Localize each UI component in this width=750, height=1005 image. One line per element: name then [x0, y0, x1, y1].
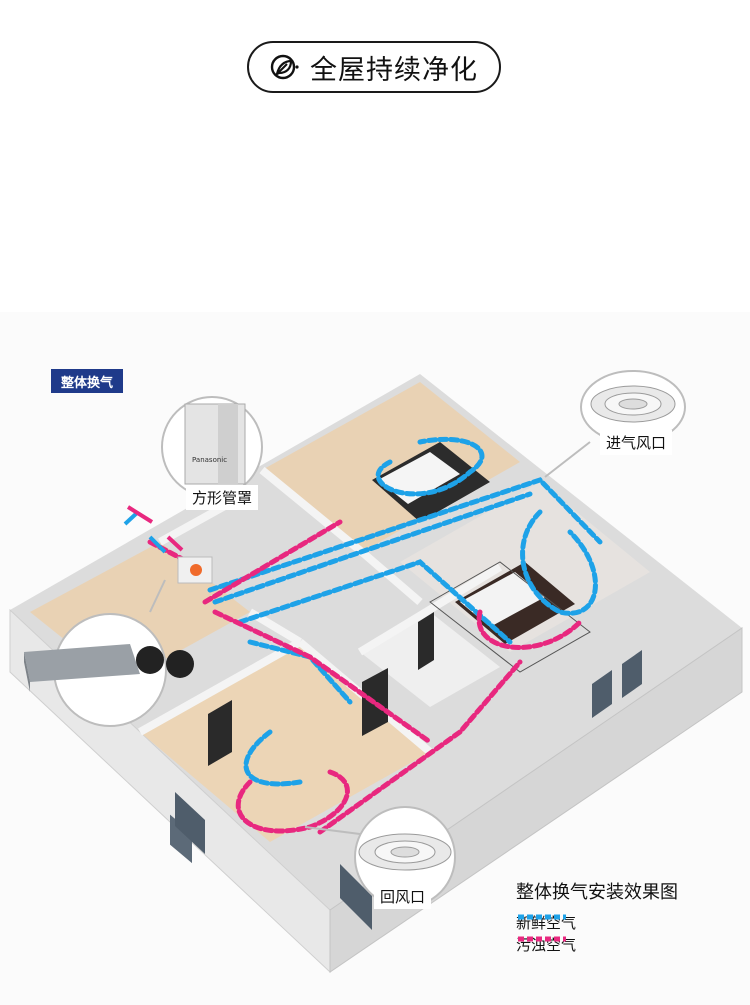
fresh-air-arrow-icon — [518, 914, 566, 920]
title-text: 全屋持续净化 — [310, 54, 478, 86]
supply-vent-callout — [544, 370, 686, 478]
section-title: 全屋持续净化 — [247, 41, 501, 93]
tag-label: 整体换气 — [51, 369, 123, 393]
exhaust-air-arrow-icon — [518, 936, 566, 942]
leaf-icon — [270, 54, 299, 80]
ventilator-callout — [24, 579, 194, 727]
svg-text:Panasonic: Panasonic — [192, 456, 227, 464]
legend-item-exhaust: 污浊空气 — [516, 934, 576, 955]
return-vent-callout — [304, 806, 456, 908]
duct-cover-label: 方形管罩 — [186, 485, 259, 510]
return-vent-label: 回风口 — [374, 884, 432, 909]
ventilation-diagram: Panasonic — [0, 312, 750, 1005]
legend-title: 整体换气安装效果图 — [516, 882, 678, 903]
duct-cover-callout: Panasonic — [161, 396, 263, 498]
legend-item-fresh: 新鲜空气 — [516, 912, 576, 933]
supply-vent-label: 进气风口 — [600, 430, 673, 455]
